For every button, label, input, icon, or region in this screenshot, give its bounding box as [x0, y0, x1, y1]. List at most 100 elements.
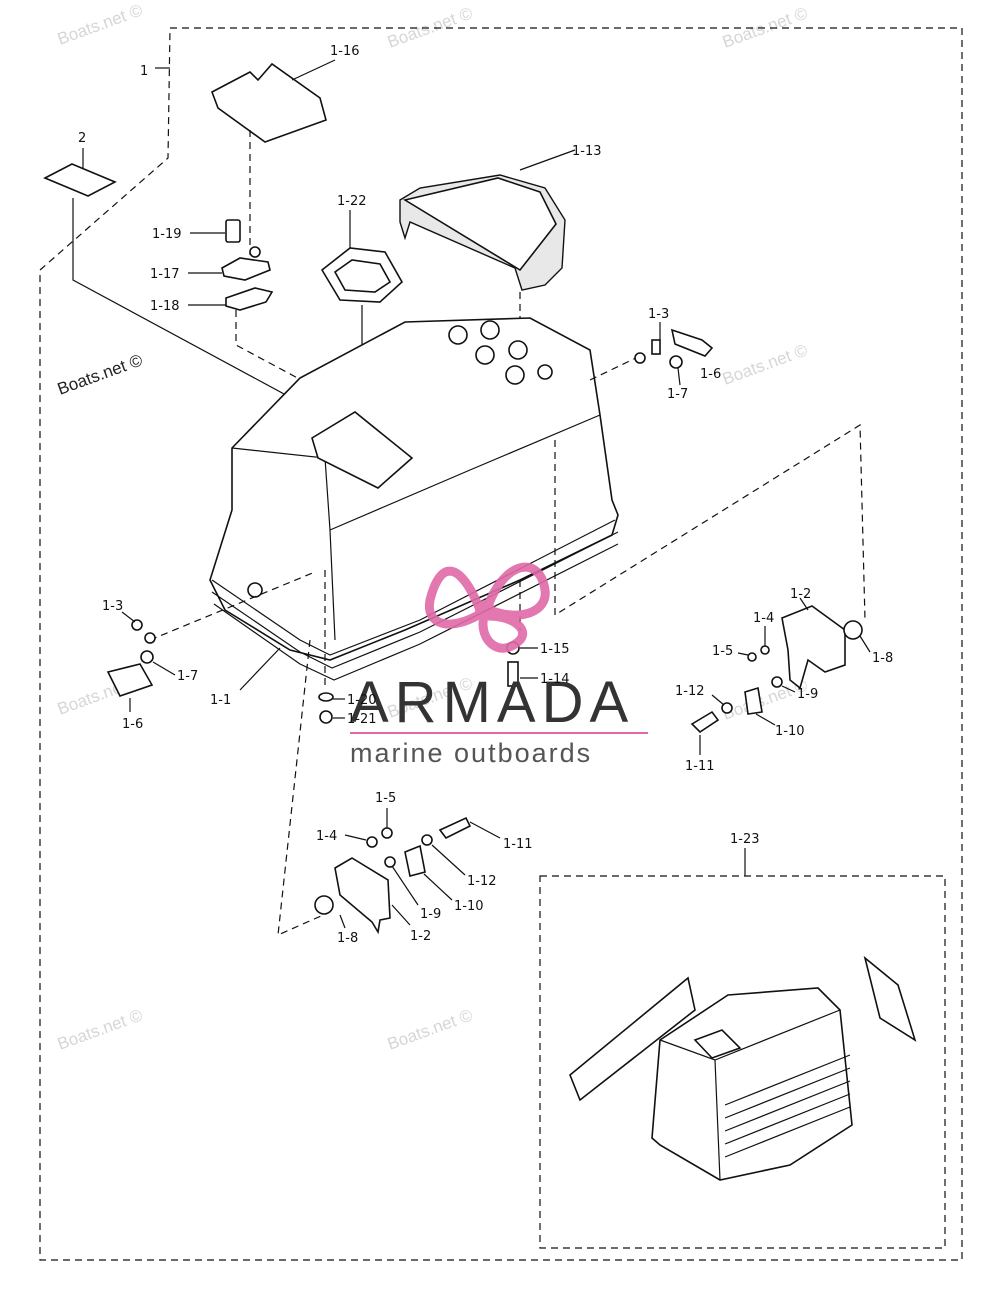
leader-line — [391, 865, 419, 906]
handle-part — [106, 663, 154, 697]
screw-part — [651, 339, 661, 355]
inset-vent — [724, 1093, 851, 1145]
leader-line — [291, 59, 336, 81]
washer-part — [771, 676, 783, 688]
leader-line — [391, 904, 411, 926]
side-decal-right — [863, 955, 917, 1042]
leader-line — [469, 821, 501, 839]
brand-logo — [424, 562, 550, 653]
assembly-boundary — [39, 27, 963, 1261]
handle-part — [670, 328, 714, 357]
part-label: 1-19 — [152, 227, 182, 242]
leader-line — [344, 834, 367, 841]
part-label: 1-6 — [700, 367, 721, 382]
screw-part — [144, 632, 156, 644]
cowling-port — [448, 325, 468, 345]
part-label: 1-10 — [775, 724, 805, 739]
propeller-hub — [475, 600, 495, 620]
part-label: 2 — [78, 131, 86, 146]
part-label: 1-14 — [540, 672, 570, 687]
leader-line — [781, 685, 796, 693]
part-label: 1-9 — [420, 907, 441, 922]
part-label: 1-11 — [685, 759, 715, 774]
latch-knob — [249, 246, 261, 258]
screw-part — [438, 816, 472, 840]
propeller-blade — [478, 611, 527, 653]
leader-line — [799, 597, 809, 611]
washer-part — [721, 702, 733, 714]
part-label: 1-8 — [872, 651, 893, 666]
part-label: 1-5 — [712, 644, 733, 659]
part-label: 1-4 — [316, 829, 337, 844]
latch-plate-part — [225, 287, 274, 311]
lid-plate-part — [211, 62, 327, 143]
inset-vent — [724, 1106, 851, 1158]
side-decal-left — [569, 976, 696, 1102]
cowling-opening — [311, 411, 414, 489]
leader-line — [235, 310, 321, 391]
watermark: Boats.net © — [720, 340, 811, 388]
part-label: 1-12 — [467, 874, 497, 889]
cowling-edge — [231, 447, 336, 641]
top-cover-face — [402, 177, 557, 272]
washer-part — [421, 834, 433, 846]
nut-part — [760, 645, 770, 655]
leader-line — [589, 355, 641, 381]
cowling-hole — [247, 582, 263, 598]
nut-part — [131, 619, 143, 631]
leader-line — [121, 611, 136, 623]
watermark-dark: Boats.net © — [55, 350, 146, 398]
watermark: Boats.net © — [55, 0, 146, 48]
washer-part — [747, 652, 757, 662]
leader-line — [72, 198, 311, 409]
brand-name: ARMADA — [350, 670, 634, 735]
washer-part — [669, 355, 683, 369]
bolt-part — [507, 661, 519, 687]
watermark: Boats.net © — [55, 1005, 146, 1053]
nut-part — [634, 352, 646, 364]
part-label: 1-1 — [210, 693, 231, 708]
propeller-icon — [424, 566, 485, 629]
washer-part — [140, 650, 154, 664]
part-label: 1-16 — [330, 44, 360, 59]
inset-vent — [724, 1054, 851, 1106]
seal-ring-inner — [333, 259, 392, 293]
main-cowling — [209, 317, 619, 681]
part-label: 1-4 — [753, 611, 774, 626]
part-label: 1-2 — [410, 929, 431, 944]
part-label: 1-11 — [503, 837, 533, 852]
watermark: Boats.net © — [385, 1005, 476, 1053]
washer-part — [318, 692, 334, 702]
part-labels: 1 2 1-16 1-13 1-22 1-19 1-17 1-18 1-3 1-… — [78, 44, 893, 946]
propeller-blade — [483, 562, 550, 620]
leader-line — [339, 914, 346, 929]
screw-part — [690, 710, 720, 734]
brand-tagline: marine outboards — [350, 738, 592, 768]
leader-line — [711, 694, 725, 706]
part-label: 1-18 — [150, 299, 180, 314]
leader-line — [423, 873, 453, 901]
seal-part — [843, 620, 863, 640]
part-label: 1-10 — [454, 899, 484, 914]
part-label: 1-5 — [375, 791, 396, 806]
leader-line — [239, 647, 281, 691]
inset-cowling — [569, 955, 917, 1181]
seal-part — [314, 895, 334, 915]
leader-line — [677, 367, 681, 386]
cam-part — [744, 686, 763, 715]
cowling-port — [508, 340, 528, 360]
part-label: 1-7 — [667, 387, 688, 402]
latch-bracket-part — [334, 857, 391, 935]
part-label: 1-12 — [675, 684, 705, 699]
inset-vent — [724, 1080, 851, 1132]
leader-line — [554, 423, 866, 621]
leader-line — [431, 844, 466, 876]
part-label: 1-9 — [797, 687, 818, 702]
leader-line — [755, 713, 776, 726]
part-label: 1-6 — [122, 717, 143, 732]
part-label: 1-7 — [177, 669, 198, 684]
inset-edge — [714, 1059, 721, 1181]
cowling-rim — [211, 519, 616, 656]
part-label: 1-3 — [102, 599, 123, 614]
